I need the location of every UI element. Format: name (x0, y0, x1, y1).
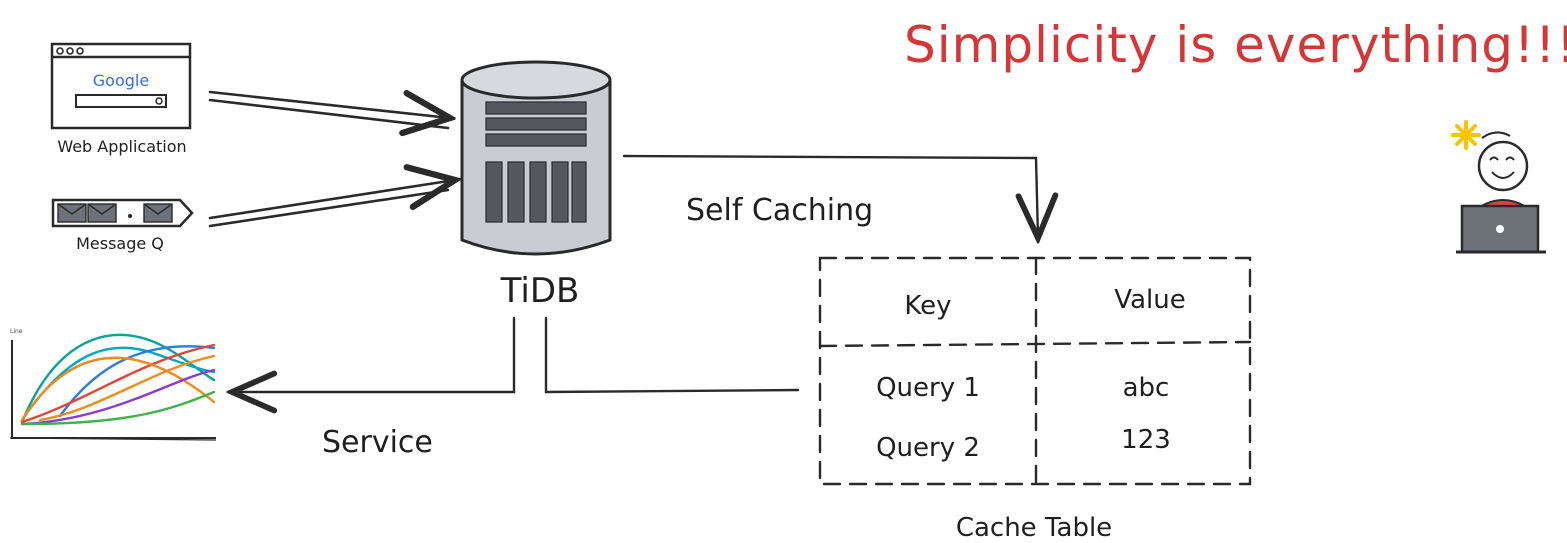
database-label: TiDB (500, 271, 580, 311)
web-application-node: Google Web Application (50, 42, 192, 156)
tagline: Simplicity is everything!!! (904, 16, 1567, 74)
cache-table-cell: Query 2 (876, 433, 980, 463)
cache-table-header-key: Key (904, 291, 951, 321)
browser-window-icon (50, 42, 192, 130)
ingest-arrows (208, 92, 455, 228)
chart-axis-label: Line (10, 328, 23, 335)
cache-table-header-value: Value (1114, 285, 1185, 315)
lightbulb-sparkle-icon (1451, 120, 1481, 150)
service-label: Service (322, 425, 433, 460)
browser-logo: Google (93, 71, 149, 90)
line-chart-icon: Line (9, 328, 217, 441)
service-edge (232, 316, 800, 392)
self-caching-label: Self Caching (686, 193, 873, 228)
cache-table: Key Value Query 1 abc Query 2 123 (818, 256, 1252, 486)
self-caching-edge (622, 154, 1038, 238)
web-application-label: Web Application (57, 137, 186, 156)
cache-table-cell: 123 (1121, 425, 1171, 455)
person-with-laptop-icon (1451, 120, 1546, 254)
cache-table-cell: Query 1 (876, 373, 980, 403)
message-queue-label: Message Q (76, 234, 164, 253)
cache-table-cell: abc (1123, 373, 1170, 403)
message-queue-node: Message Q (51, 198, 194, 253)
envelope-icon (57, 203, 173, 223)
cache-table-caption: Cache Table (956, 513, 1112, 543)
database-cylinder-icon (460, 60, 612, 256)
